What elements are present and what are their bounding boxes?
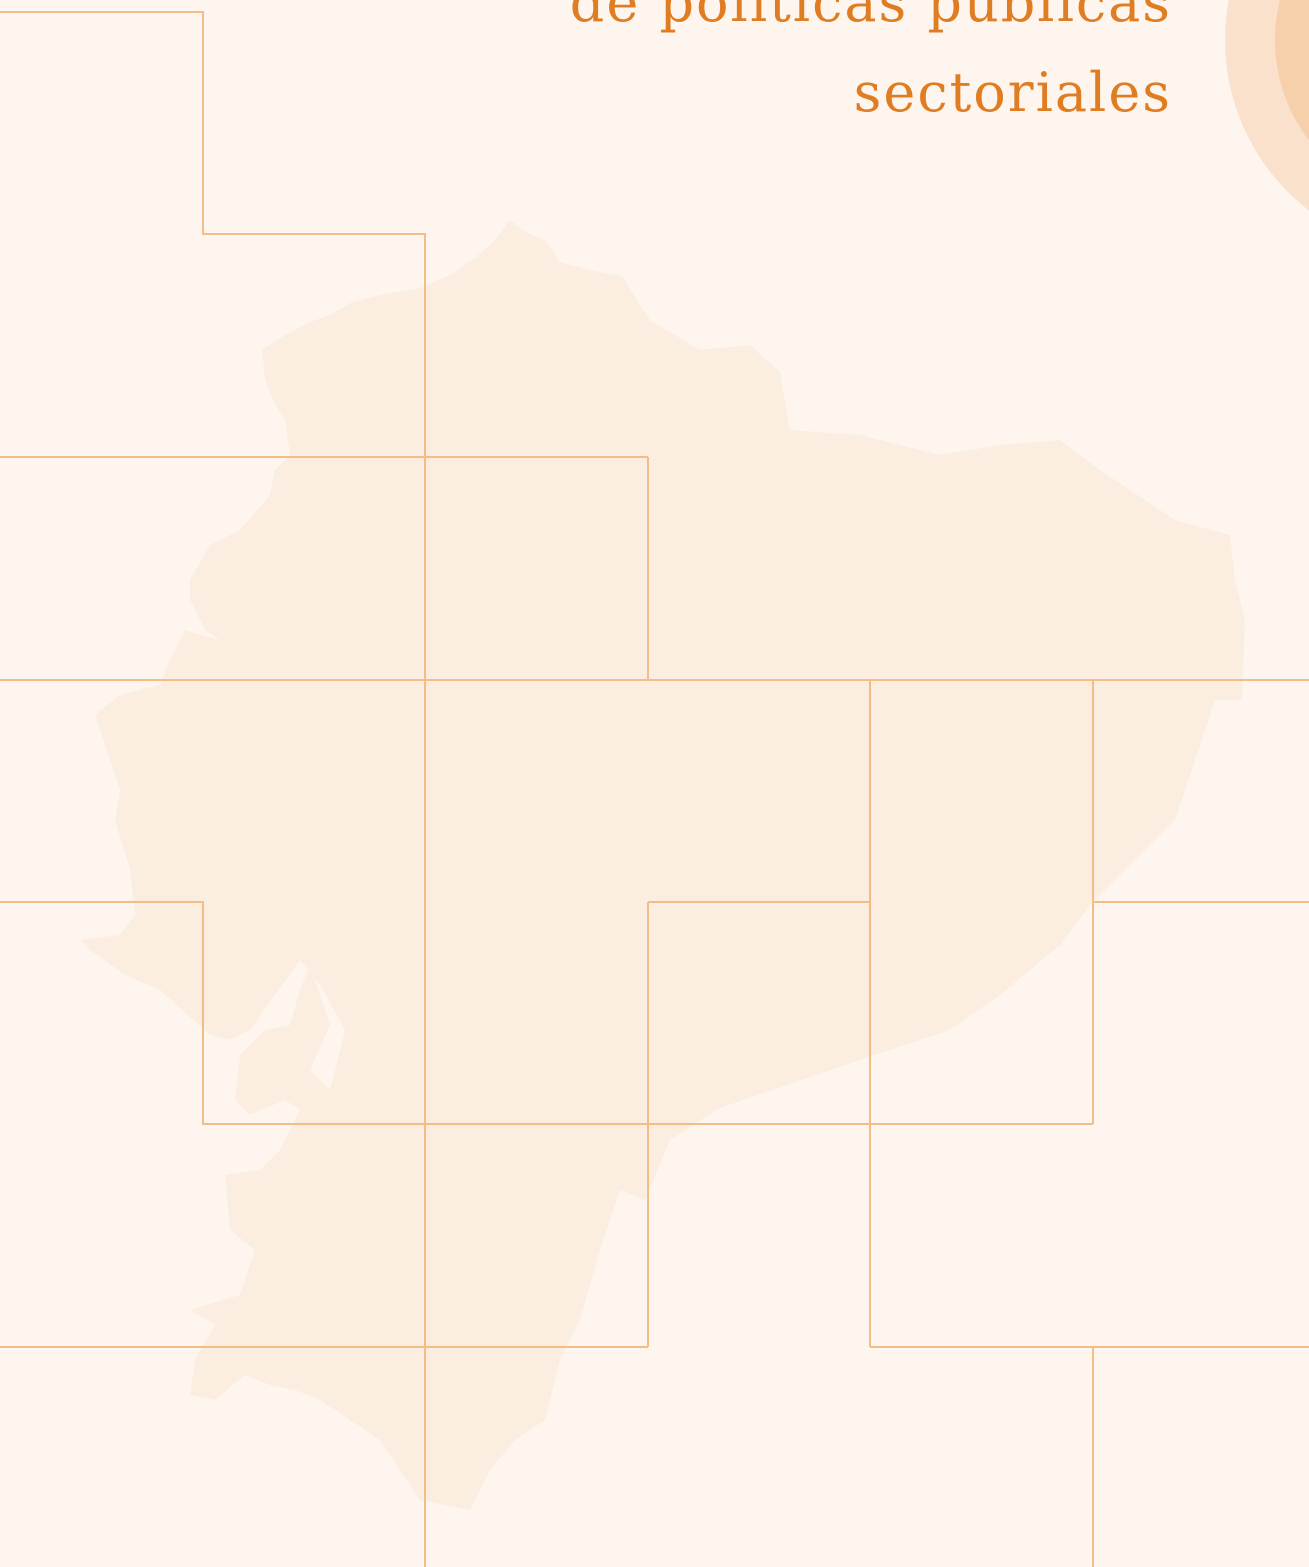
document-title: de políticas públicas sectoriales: [570, 0, 1172, 138]
grid-lines: [0, 11, 1309, 1567]
map-silhouette: [80, 220, 1245, 1510]
title-line-2: sectoriales: [853, 61, 1172, 124]
title-line-1: de políticas públicas: [569, 0, 1172, 34]
decorative-circle-inner: [1275, 0, 1309, 141]
